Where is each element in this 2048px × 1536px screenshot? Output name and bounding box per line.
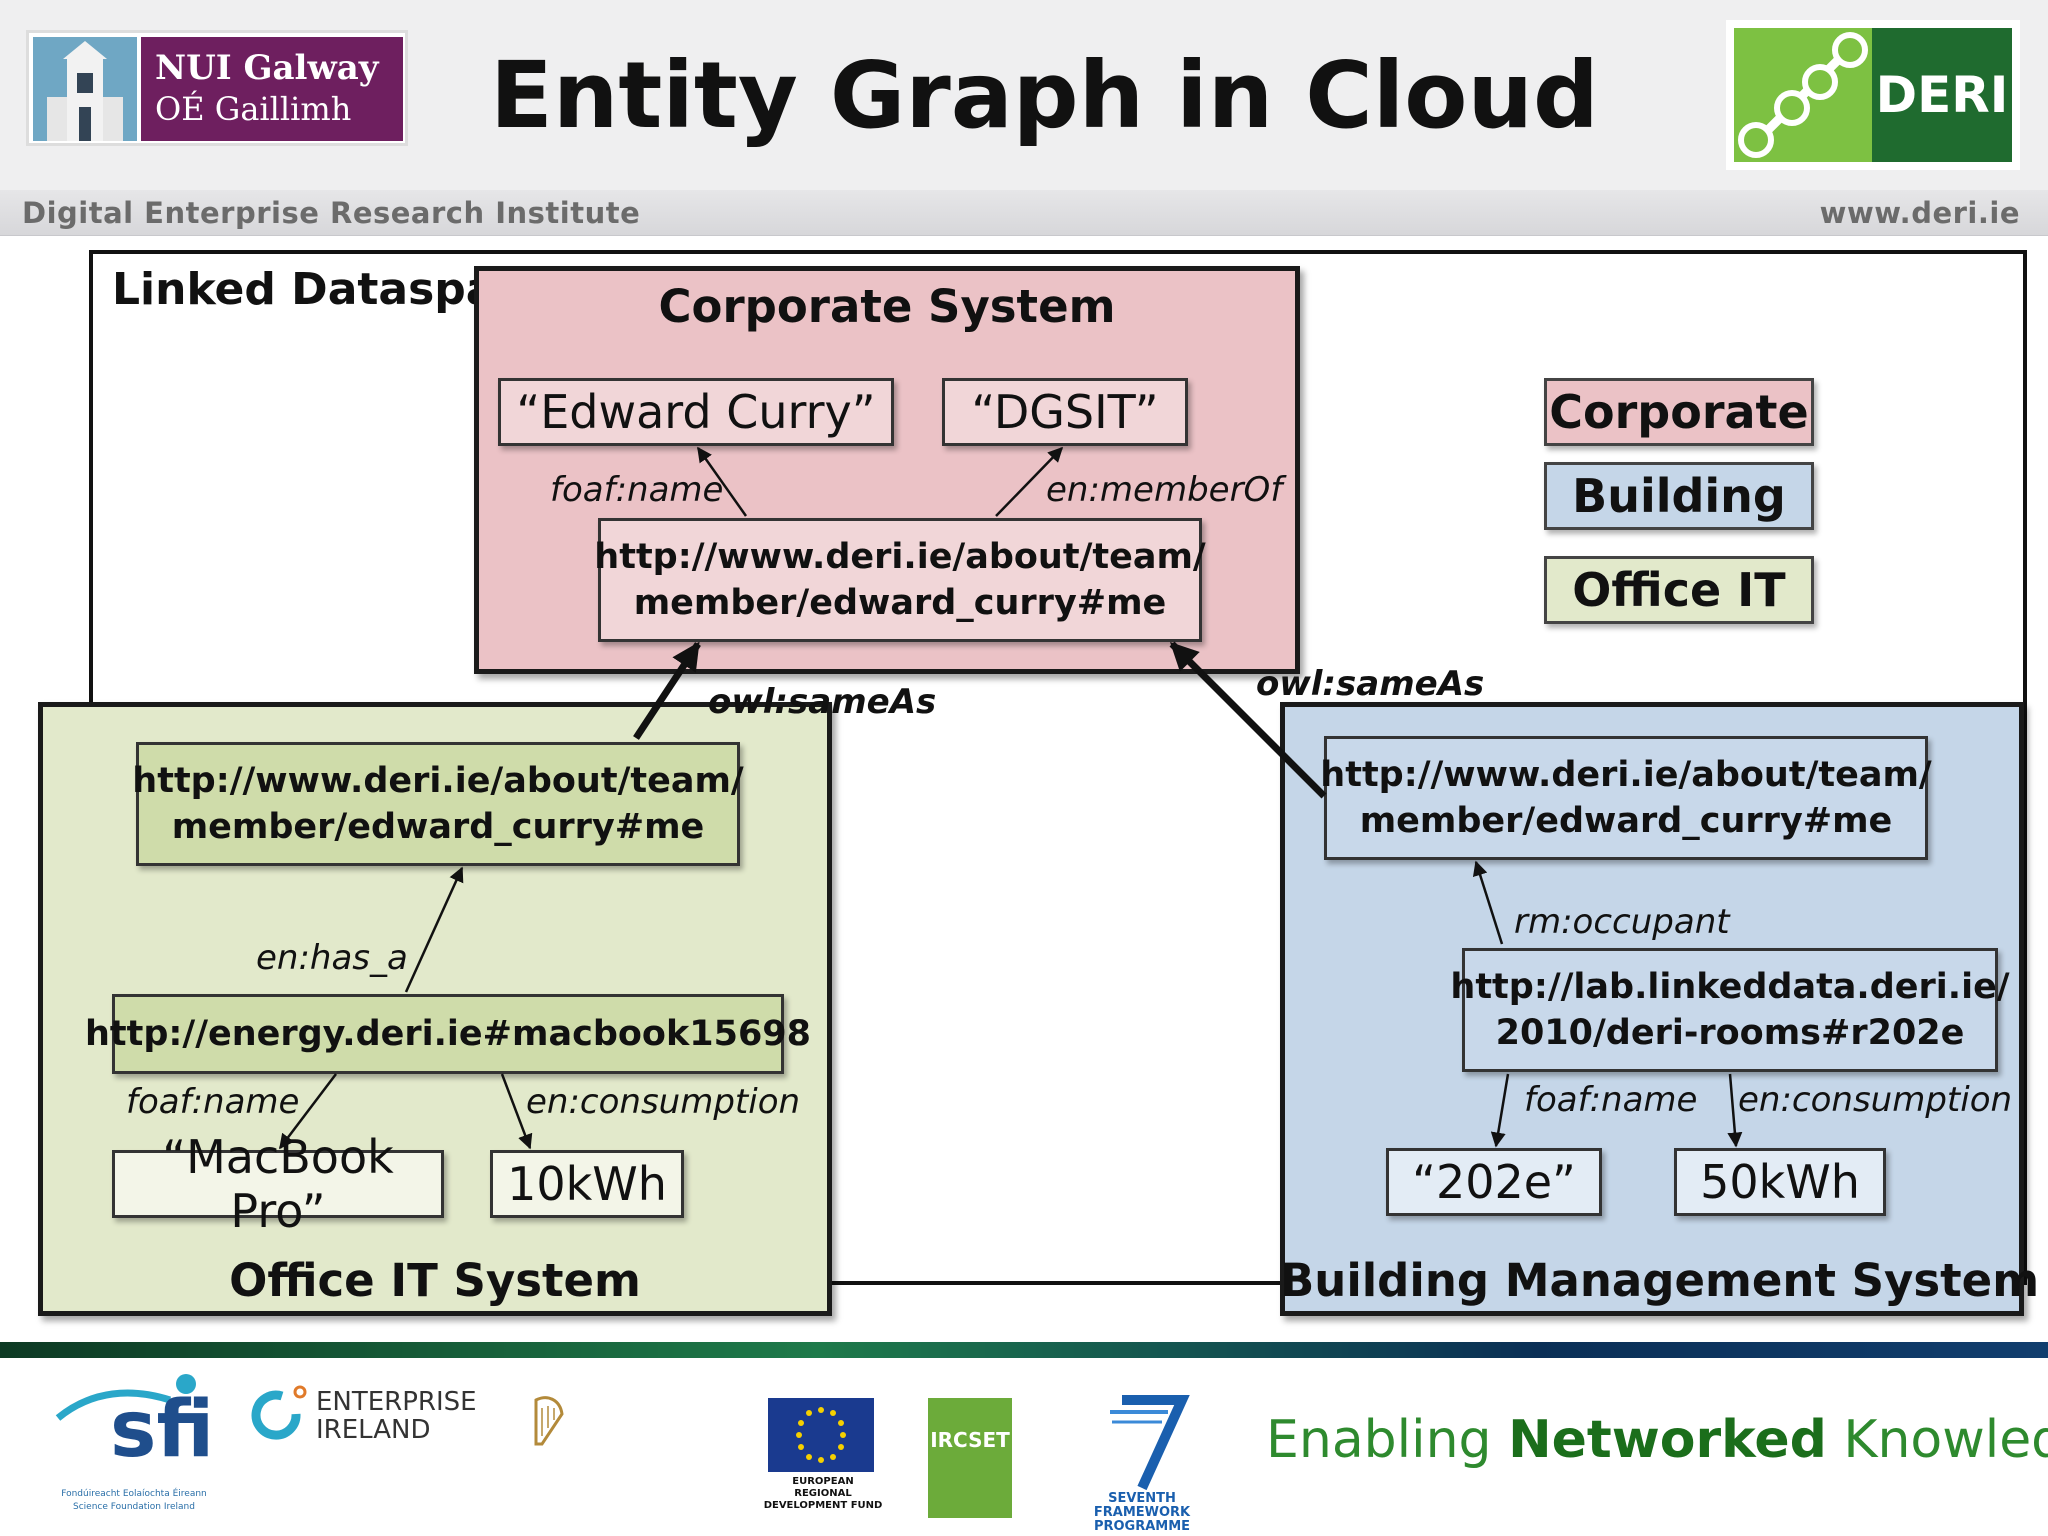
fp7-seven-icon <box>1110 1395 1190 1491</box>
fp7-logo: SEVENTH FRAMEWORK PROGRAMME <box>1062 1392 1222 1534</box>
deri-logo: DERI <box>1726 20 2020 170</box>
building-person-uri-node: http://www.deri.ie/about/team/ member/ed… <box>1320 736 1932 860</box>
edge-label-has-a: en:has_a <box>256 938 408 978</box>
same-as-label-left: owl:sameAs <box>708 682 937 722</box>
edge-label-consumption-room: en:consumption <box>1738 1080 2013 1120</box>
slide-title: Entity Graph in Cloud <box>490 42 1599 149</box>
nui-line1: NUI Galway <box>155 48 379 88</box>
name-literal-node: “Edward Curry” <box>498 378 894 446</box>
device-name-literal-node: “MacBook Pro” <box>112 1130 444 1238</box>
corporate-person-uri-node: http://www.deri.ie/about/team/ member/ed… <box>594 518 1206 642</box>
legend-building: Building <box>1544 462 1814 530</box>
website-url: www.deri.ie <box>1819 196 2020 230</box>
edge-label-member-of: en:memberOf <box>1046 470 1283 510</box>
legend-office-it: Office IT <box>1544 556 1814 624</box>
university-tower-icon <box>33 37 137 141</box>
sfi-wordmark: sfi <box>110 1385 215 1475</box>
sfi-caption: Fondúireacht Eolaíochta Éireann Science … <box>61 1489 207 1512</box>
enterprise-line1: ENTERPRISE <box>316 1387 477 1417</box>
nui-line2: OÉ Gaillimh <box>155 90 352 128</box>
edge-label-foaf-name: foaf:name <box>550 470 724 510</box>
deri-wordmark: DERI <box>1872 28 2012 162</box>
nui-wordmark: NUI Galway OÉ Gaillimh <box>141 37 403 141</box>
same-as-label-right: owl:sameAs <box>1256 664 1485 704</box>
room-uri-node: http://lab.linkeddata.deri.ie/ 2010/deri… <box>1450 948 2010 1072</box>
building-system-title: Building Management System <box>1280 1254 2040 1307</box>
header-strip <box>0 190 2048 236</box>
enterprise-line2: IRELAND <box>316 1415 431 1445</box>
office-it-system-title: Office IT System <box>229 1254 641 1307</box>
tagline-post: Knowledge <box>1843 1410 2048 1470</box>
office-person-uri-node: http://www.deri.ie/about/team/ member/ed… <box>132 742 744 866</box>
fp7-caption: SEVENTH FRAMEWORK PROGRAMME <box>1093 1491 1191 1534</box>
legend-corporate: Corporate <box>1544 378 1814 446</box>
edge-label-foaf-name-room: foaf:name <box>1524 1080 1698 1120</box>
enterprise-ireland-swirl-icon <box>251 1385 307 1440</box>
eu-flag-icon <box>768 1398 874 1472</box>
footer-bar <box>0 1342 2048 1358</box>
tagline-pre: Enabling <box>1266 1410 1509 1470</box>
corporate-system-title: Corporate System <box>658 280 1116 333</box>
ircset-logo: IRCSET <box>928 1398 1012 1518</box>
erdf-caption: EUROPEAN REGIONAL DEVELOPMENT FUND <box>763 1476 883 1511</box>
slide-footer <box>0 1358 2048 1536</box>
institute-name: Digital Enterprise Research Institute <box>22 196 641 230</box>
dataspace-title: Linked Dataspa <box>112 264 496 315</box>
ircset-wordmark: IRCSET <box>930 1428 1010 1452</box>
tagline-bold: Networked <box>1508 1410 1827 1470</box>
edge-label-consumption-device: en:consumption <box>526 1082 801 1122</box>
device-uri-node: http://energy.deri.ie#macbook15698 <box>85 994 811 1074</box>
org-literal-node: “DGSIT” <box>942 378 1188 446</box>
sfi-logo: sfi Fondúireacht Eolaíochta Éireann Scie… <box>52 1370 215 1520</box>
irish-harp-logo <box>528 1390 708 1460</box>
sfi-swoosh-icon <box>55 1374 196 1421</box>
room-consumption-literal-node: 50kWh <box>1674 1148 1886 1216</box>
harp-icon <box>534 1396 564 1446</box>
device-consumption-literal-node: 10kWh <box>490 1150 684 1218</box>
edge-label-foaf-name-device: foaf:name <box>126 1082 300 1122</box>
edge-label-occupant: rm:occupant <box>1514 902 1730 942</box>
enterprise-ireland-logo: ENTERPRISE IRELAND <box>248 1378 477 1458</box>
tagline: Enabling Networked Knowledge <box>1266 1410 2048 1470</box>
erdf-logo: EUROPEAN REGIONAL DEVELOPMENT FUND <box>764 1398 882 1511</box>
nui-galway-logo: NUI Galway OÉ Gaillimh <box>26 30 408 146</box>
linked-nodes-icon <box>1734 28 1872 162</box>
room-name-literal-node: “202e” <box>1386 1148 1602 1216</box>
